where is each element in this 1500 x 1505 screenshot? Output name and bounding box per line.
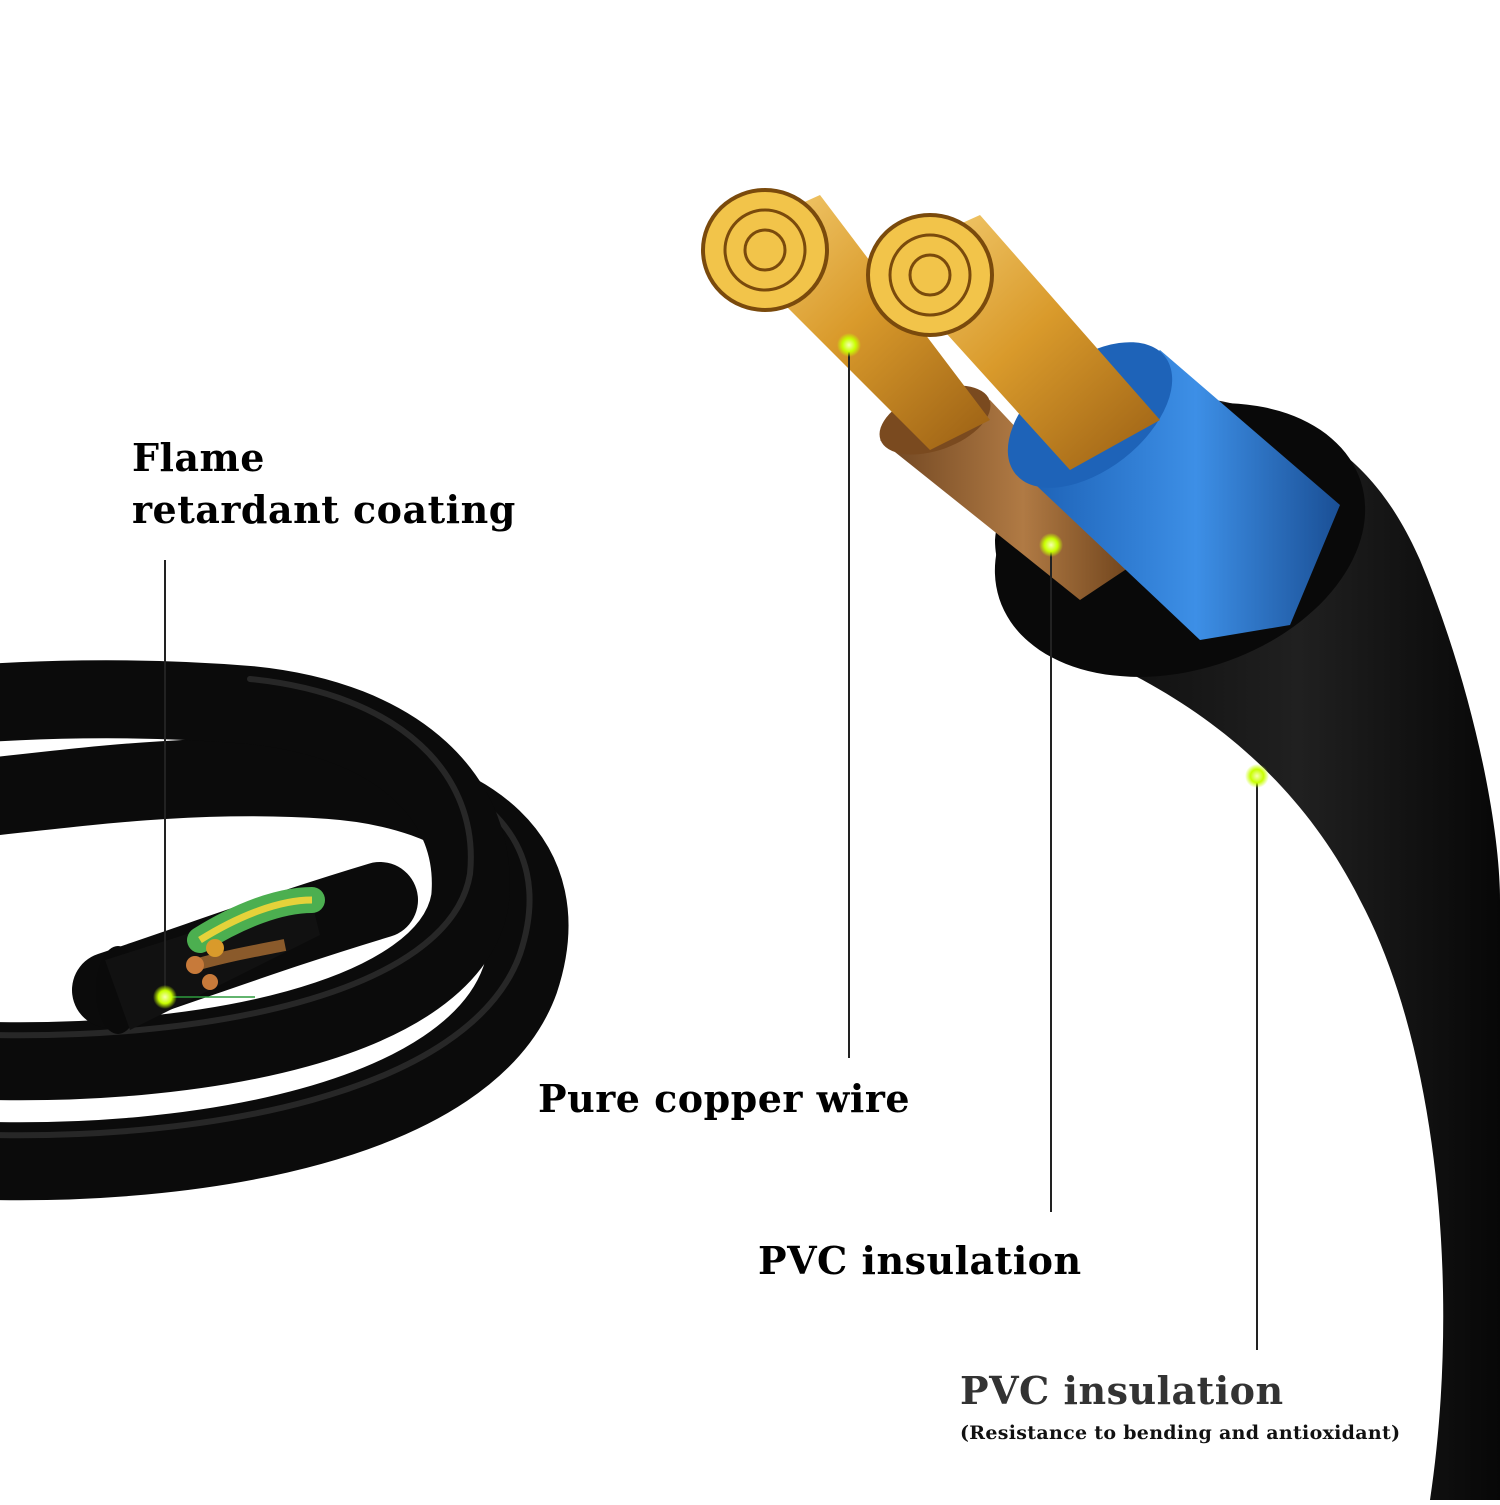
label-flame-line1: Flame bbox=[132, 435, 265, 480]
marker-dot-copper bbox=[837, 333, 861, 357]
label-flame-retardant-coating: Flame retardant coating bbox=[132, 432, 516, 536]
marker-dot-pvc-sheath bbox=[1245, 764, 1269, 788]
label-flame-line2: retardant coating bbox=[132, 487, 516, 532]
cable-cut-end bbox=[96, 887, 325, 1034]
copper-conductor-1 bbox=[701, 188, 990, 450]
label-pvc-insulation-sheath: PVC insulation bbox=[960, 1368, 1284, 1413]
marker-dots bbox=[153, 333, 1269, 1009]
label-pvc-insulation-core: PVC insulation bbox=[758, 1238, 1082, 1283]
marker-dot-flame bbox=[153, 985, 177, 1009]
copper-conductor-2 bbox=[866, 213, 1160, 470]
label-pvc-sheath-note: (Resistance to bending and antioxidant) bbox=[960, 1422, 1401, 1444]
label-pure-copper-wire: Pure copper wire bbox=[538, 1076, 911, 1121]
marker-dot-pvc-core bbox=[1039, 533, 1063, 557]
leader-lines bbox=[164, 345, 1258, 1350]
